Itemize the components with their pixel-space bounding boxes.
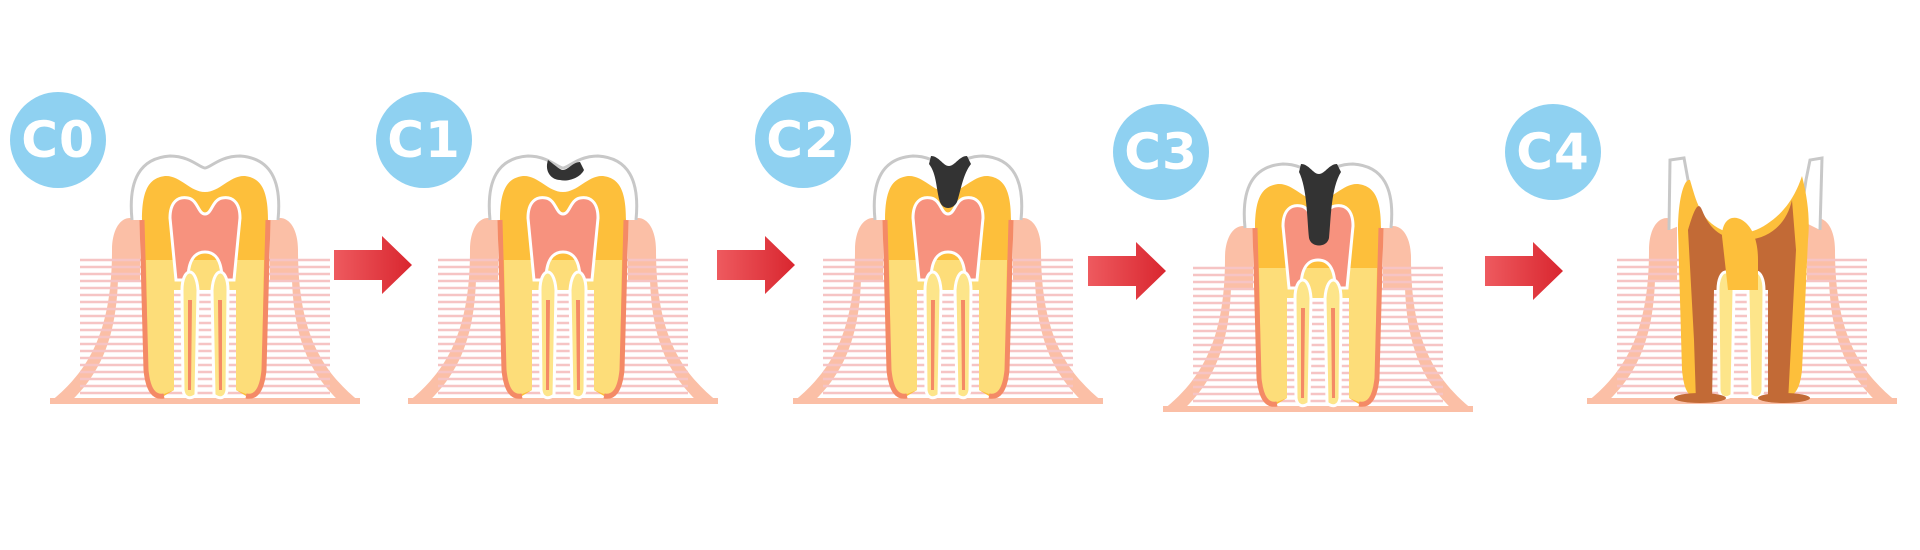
stage-badge-c3: C3 (1113, 104, 1209, 200)
arrow-right-icon (1485, 242, 1563, 300)
stage-badge-c2: C2 (755, 92, 851, 188)
tooth-c4-illustration (1587, 156, 1897, 404)
stage-label: C4 (1516, 123, 1590, 181)
tooth-c2-illustration (793, 154, 1103, 404)
stage-badge-c0: C0 (10, 92, 106, 188)
tooth-c3-illustration (1163, 162, 1473, 412)
stage-label: C2 (766, 111, 840, 169)
stage-label: C3 (1124, 123, 1198, 181)
stage-label: C0 (21, 111, 95, 169)
arrow-right-icon (334, 236, 412, 294)
stage-badge-c1: C1 (376, 92, 472, 188)
tooth-c0-illustration (50, 154, 360, 404)
stage-label: C1 (387, 111, 461, 169)
stage-badge-c4: C4 (1505, 104, 1601, 200)
arrow-right-icon (717, 236, 795, 294)
arrow-right-icon (1088, 242, 1166, 300)
tooth-c1-illustration (408, 154, 718, 404)
